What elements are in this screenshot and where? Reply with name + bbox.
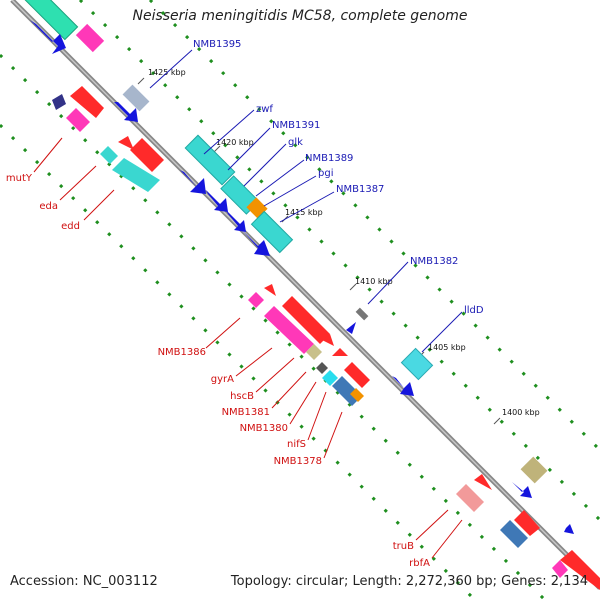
gene-block[interactable] xyxy=(400,347,434,381)
gene-block[interactable] xyxy=(332,348,348,356)
gene-label-gyra[interactable]: gyrA xyxy=(211,374,234,385)
gene-block[interactable] xyxy=(70,86,104,118)
gene-label-lldd[interactable]: lldD xyxy=(464,305,484,316)
gene-block[interactable] xyxy=(21,0,79,41)
gene-block[interactable] xyxy=(118,136,134,150)
gene-label-nmb1386[interactable]: NMB1386 xyxy=(158,347,206,358)
gene-block[interactable] xyxy=(75,23,105,53)
gene-label-nmb1378[interactable]: NMB1378 xyxy=(274,456,322,467)
gene-label-eda[interactable]: eda xyxy=(39,201,58,212)
gene-block[interactable] xyxy=(112,158,160,192)
gene-block[interactable] xyxy=(560,550,600,590)
gene-block[interactable] xyxy=(250,210,294,254)
gene-block[interactable] xyxy=(316,362,328,374)
gene-block[interactable] xyxy=(52,94,66,110)
gene-label-nifs[interactable]: nifS xyxy=(287,439,306,450)
bottom-leaders xyxy=(33,137,463,559)
gene-block[interactable] xyxy=(350,388,364,402)
gene-label-muty[interactable]: mutY xyxy=(6,173,33,184)
gene-label-nmb1382[interactable]: NMB1382 xyxy=(410,256,458,267)
scale-label-1420: 1420 kbp xyxy=(216,138,254,147)
gene-label-hscb[interactable]: hscB xyxy=(230,391,254,402)
gene-label-glk[interactable]: glk xyxy=(288,137,303,148)
gene-block[interactable] xyxy=(184,134,236,186)
bottom-gene-labels: mutY eda edd NMB1386 gyrA hscB NMB1381 N… xyxy=(6,173,430,569)
gene-block[interactable] xyxy=(520,456,548,484)
gene-label-nmb1391[interactable]: NMB1391 xyxy=(272,120,320,131)
scale-label-1410: 1410 kbp xyxy=(355,277,393,286)
gene-label-nmb1389[interactable]: NMB1389 xyxy=(305,153,353,164)
gene-block[interactable] xyxy=(322,334,334,346)
gene-block[interactable] xyxy=(66,108,90,132)
genes-top-strand[interactable] xyxy=(21,0,548,484)
genome-stats-text: Topology: circular; Length: 2,272,360 bp… xyxy=(230,574,588,589)
gene-block[interactable] xyxy=(130,138,164,172)
gene-block[interactable] xyxy=(355,307,369,321)
top-leaders xyxy=(149,49,463,353)
genome-backbone xyxy=(10,0,600,590)
gene-block[interactable] xyxy=(322,370,338,386)
scale-label-1405: 1405 kbp xyxy=(428,343,466,352)
gene-label-nmb1387[interactable]: NMB1387 xyxy=(336,184,384,195)
accession-text: Accession: NC_003112 xyxy=(10,574,158,589)
gene-label-trub[interactable]: truB xyxy=(393,541,414,552)
gene-block[interactable] xyxy=(344,362,370,388)
gene-label-edd[interactable]: edd xyxy=(61,221,80,232)
gene-block[interactable] xyxy=(474,474,492,490)
gene-block[interactable] xyxy=(282,296,330,344)
gene-label-nmb1395[interactable]: NMB1395 xyxy=(193,39,241,50)
gene-block[interactable] xyxy=(100,146,118,164)
gene-label-pgi[interactable]: pgi xyxy=(318,168,333,179)
scale-label-1400: 1400 kbp xyxy=(502,408,540,417)
gene-block[interactable] xyxy=(500,520,528,548)
gene-label-nmb1380[interactable]: NMB1380 xyxy=(240,423,288,434)
gene-label-zwf[interactable]: zwf xyxy=(256,104,273,115)
gene-block[interactable] xyxy=(306,344,322,360)
scale-label-1415: 1415 kbp xyxy=(285,208,323,217)
top-gene-labels: NMB1395 zwf NMB1391 glk NMB1389 pgi NMB1… xyxy=(193,39,484,316)
genome-title: Neisseria meningitidis MC58, complete ge… xyxy=(132,8,468,24)
gene-block[interactable] xyxy=(456,484,484,512)
gene-block[interactable] xyxy=(122,84,150,112)
gene-block[interactable] xyxy=(514,510,540,536)
gene-block[interactable] xyxy=(264,306,314,354)
gene-block[interactable] xyxy=(264,284,276,296)
gene-label-rbfa[interactable]: rbfA xyxy=(409,558,430,569)
strand-arrows xyxy=(30,20,574,534)
genes-bottom-strand[interactable] xyxy=(52,86,600,590)
gene-block[interactable] xyxy=(552,560,568,578)
gene-block[interactable] xyxy=(248,292,264,308)
gene-label-nmb1381[interactable]: NMB1381 xyxy=(222,407,270,418)
